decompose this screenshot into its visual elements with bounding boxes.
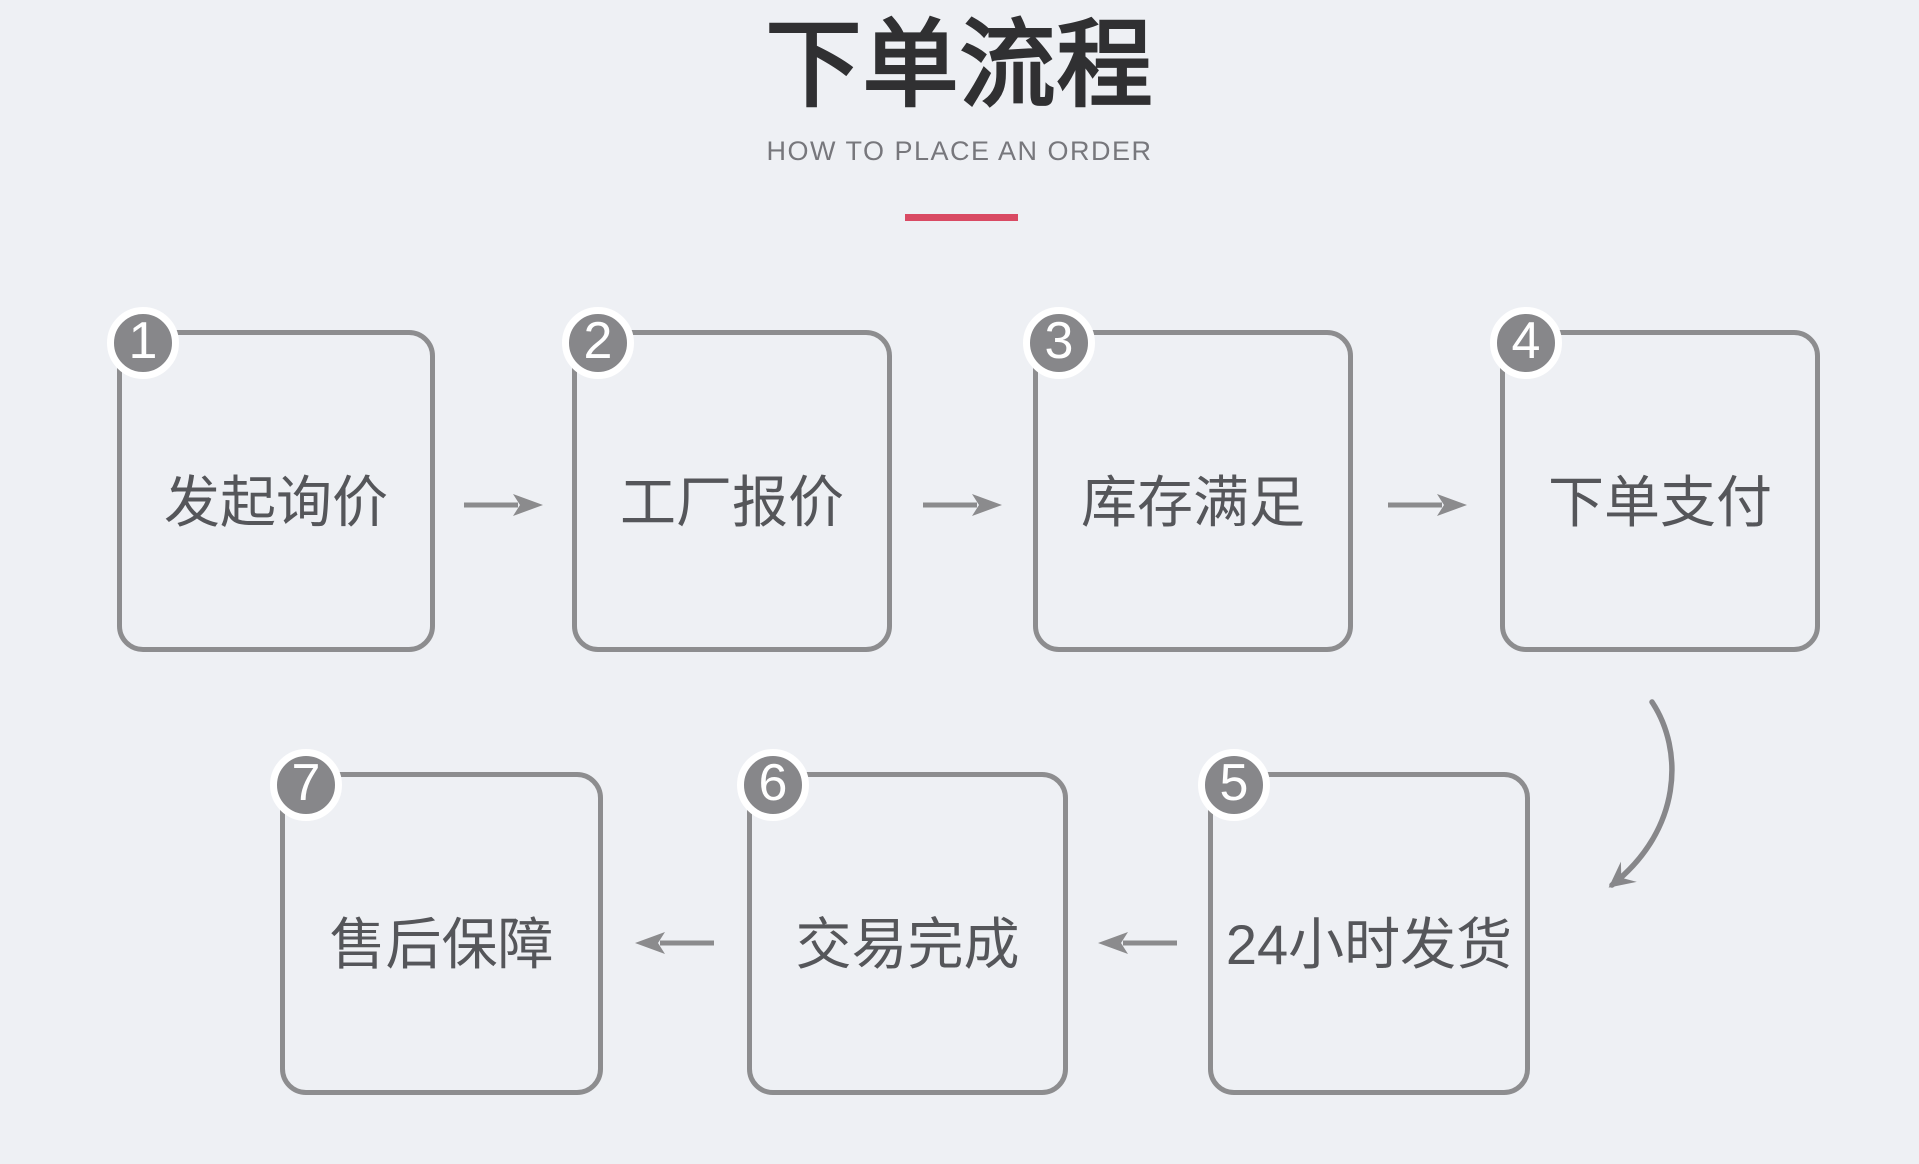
step-box-3: 3 库存满足 <box>1023 307 1353 652</box>
step-label: 24小时发货 <box>1225 913 1513 976</box>
flow-arrow-left-icon <box>635 932 714 954</box>
step-badge: 5 <box>1198 749 1270 821</box>
step-badge: 7 <box>270 749 342 821</box>
step-number: 7 <box>291 754 321 812</box>
step-label: 库存满足 <box>1081 470 1305 534</box>
step-label: 下单支付 <box>1548 470 1772 534</box>
step-label: 售后保障 <box>329 913 554 976</box>
step-number: 3 <box>1044 312 1074 370</box>
step-badge: 4 <box>1490 307 1562 379</box>
flow-arrow-right-icon <box>464 494 543 516</box>
flow-arrow-right-icon <box>1388 494 1467 516</box>
step-box-1: 1 发起询价 <box>107 307 435 652</box>
page-title: 下单流程 <box>765 12 1154 119</box>
step-box-2: 2 工厂报价 <box>562 307 892 652</box>
step-label: 工厂报价 <box>620 470 844 534</box>
step-box-4: 4 下单支付 <box>1490 307 1820 652</box>
step-badge: 2 <box>562 307 634 379</box>
step-box-5: 5 24小时发货 <box>1198 749 1530 1095</box>
step-label: 交易完成 <box>795 913 1020 976</box>
step-box-7: 7 售后保障 <box>270 749 603 1095</box>
step-badge: 3 <box>1023 307 1095 379</box>
step-box-6: 6 交易完成 <box>737 749 1068 1095</box>
flow-arrow-curved-icon <box>1608 699 1675 888</box>
step-badge: 1 <box>107 307 179 379</box>
step-number: 6 <box>758 754 788 812</box>
step-label: 发起询价 <box>164 470 388 534</box>
flow-arrow-left-icon <box>1098 932 1177 954</box>
page-subtitle: HOW TO PLACE AN ORDER <box>766 136 1153 166</box>
step-number: 1 <box>128 312 158 370</box>
step-number: 2 <box>583 312 613 370</box>
title-divider <box>905 214 1018 221</box>
step-number: 4 <box>1511 312 1541 370</box>
flow-arrow-right-icon <box>923 494 1002 516</box>
step-badge: 6 <box>737 749 809 821</box>
step-number: 5 <box>1219 754 1249 812</box>
